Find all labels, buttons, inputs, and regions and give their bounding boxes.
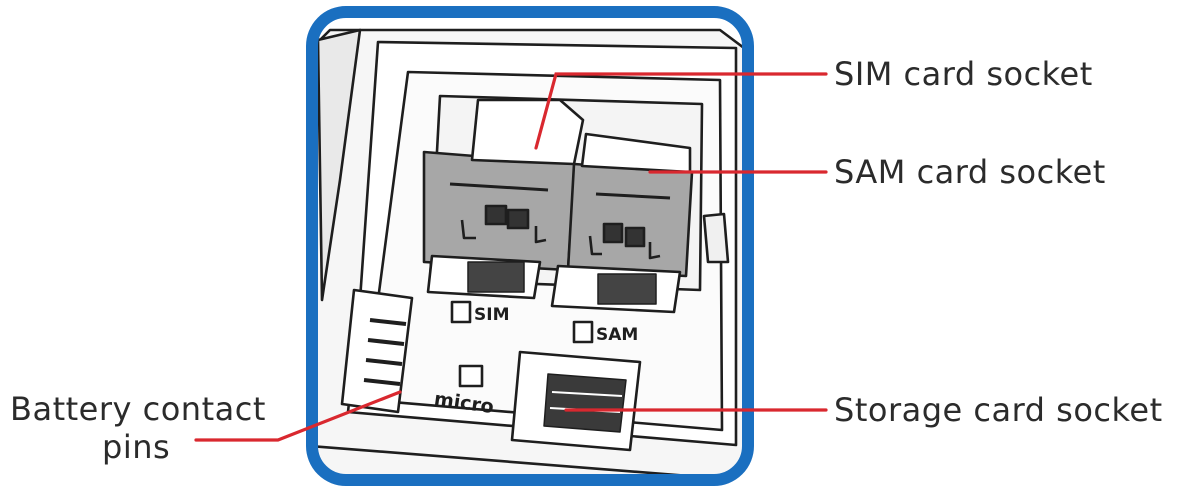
sam-slot-icon <box>574 322 592 342</box>
sim-slot-icon <box>452 302 470 322</box>
battery-contact-strip <box>342 290 412 412</box>
micro-slot-icon <box>460 366 482 386</box>
sam-socket-label: SAM card socket <box>834 153 1106 191</box>
storage-contacts <box>544 374 626 432</box>
sim-slot-label: SIM <box>474 305 510 325</box>
sam-socket <box>568 164 692 276</box>
sim-card <box>472 100 583 164</box>
battery-pins-label-line1: Battery contact <box>10 390 266 428</box>
sim-socket-label: SIM card socket <box>834 55 1093 93</box>
right-latch <box>704 214 728 262</box>
battery-pins-label-line2: pins <box>102 428 170 466</box>
storage-socket-label: Storage card socket <box>834 391 1163 429</box>
sam-slot-label: SAM <box>596 325 638 345</box>
